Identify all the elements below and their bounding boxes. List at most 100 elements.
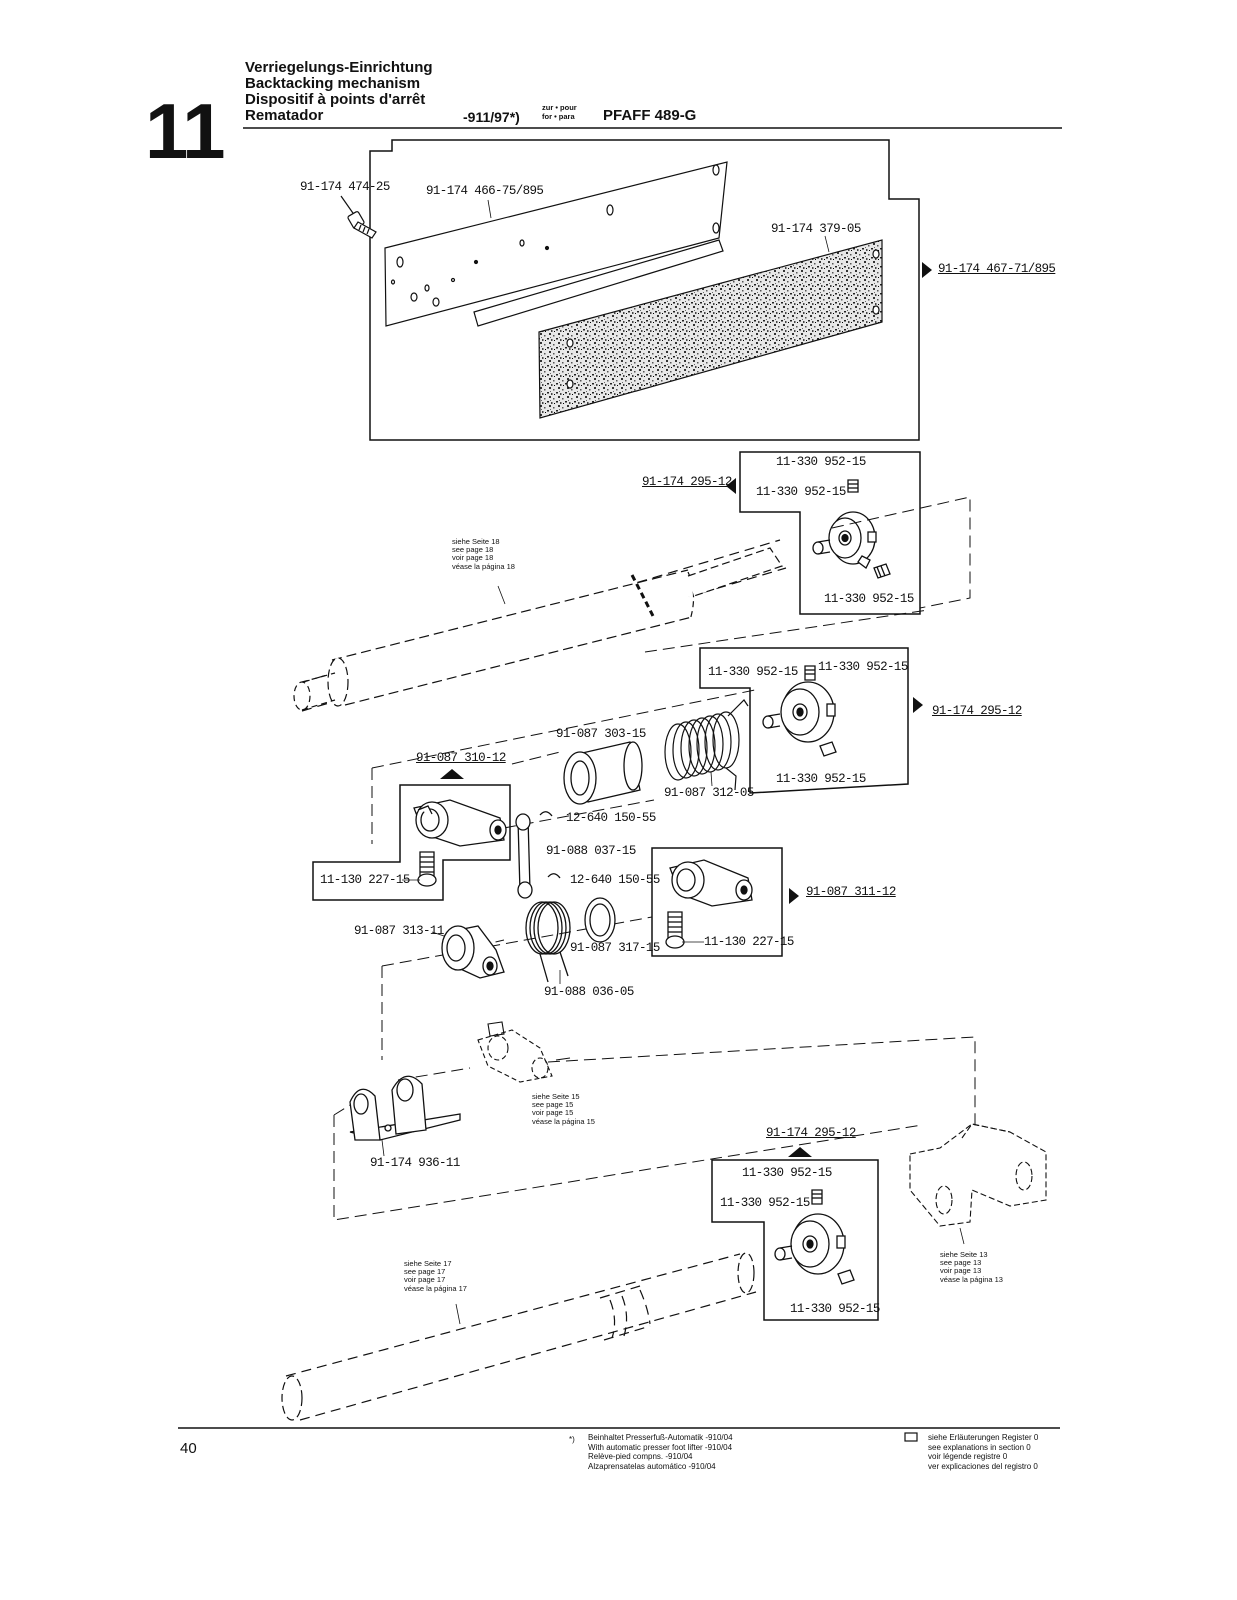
page-ref-17-de: siehe Seite 17	[404, 1259, 452, 1268]
part-label-plate-466: 91-174 466-75/895	[426, 184, 544, 198]
part-label-crank-asm-310: 91-087 310-12	[416, 751, 506, 765]
section-number: 11	[145, 87, 225, 175]
crank-313-drawing	[431, 925, 505, 979]
part-label-c2-screw-a: 11-330 952-15	[708, 665, 798, 679]
page-ref-13-fr: voir page 13	[940, 1266, 982, 1276]
page-ref-17-fr: voir page 17	[404, 1275, 446, 1285]
crank-310-drawing	[402, 799, 507, 887]
collar-2-drawing	[762, 665, 837, 757]
footnote-line-en: With automatic presser foot lifter -910/…	[588, 1442, 733, 1452]
page-ref-18-de: siehe Seite 18	[452, 537, 500, 546]
page-ref-13-en: see page 13	[940, 1258, 982, 1268]
arrow-crank-311	[789, 888, 799, 904]
arrow-asm-467	[922, 262, 932, 278]
part-label-retainer-a: 12-640 150-55	[566, 811, 656, 825]
part-label-crank-313: 91-087 313-11	[354, 924, 444, 938]
torsion-spring-drawing	[664, 699, 749, 791]
page-ref-15: siehe Seite 15 see page 15 voir page 15 …	[532, 1092, 595, 1126]
page-ref-15-de: siehe Seite 15	[532, 1092, 580, 1101]
page-ref-17-en: see page 17	[404, 1267, 446, 1277]
collar-1-drawing	[812, 479, 891, 579]
section-title-es: Rematador	[245, 107, 324, 124]
footnote-line-de: Beinhaltet Presserfuß-Automatik -910/04	[588, 1433, 733, 1442]
page-ref-13-de: siehe Seite 13	[940, 1250, 988, 1259]
part-label-washer-317: 91-087 317-15	[570, 941, 660, 955]
part-label-screw-227-b: 11-130 227-15	[704, 935, 794, 949]
washer-drawing	[584, 897, 616, 943]
collar-3-drawing	[774, 1189, 855, 1285]
page-ref-15-fr: voir page 15	[532, 1108, 574, 1118]
part-label-collar-asm-3: 91-174 295-12	[766, 1126, 856, 1140]
footnote-text: Beinhaltet Presserfuß-Automatik -910/04 …	[588, 1433, 733, 1471]
part-label-c1-screw-a: 11-330 952-15	[776, 455, 866, 469]
part-label-screw-227-a: 11-130 227-15	[320, 873, 410, 887]
part-label-c3-screw-b: 11-330 952-15	[720, 1196, 810, 1210]
part-label-bracket-936: 91-174 936-11	[370, 1156, 460, 1170]
crank-311-drawing	[665, 859, 753, 949]
part-label-pad-379: 91-174 379-05	[771, 222, 861, 236]
section-title-de: Verriegelungs-Einrichtung	[245, 59, 433, 76]
page-ref-15-en: see page 15	[532, 1100, 574, 1110]
cover-plate-assembly-box	[369, 139, 920, 441]
collar-box-1	[739, 451, 921, 615]
bushing-drawing	[563, 741, 643, 805]
shaft-2-drawing	[281, 1252, 757, 1421]
collar-box-3	[711, 1159, 879, 1321]
part-label-screw-474: 91-174 474-25	[300, 180, 390, 194]
page15-part-drawing	[477, 1021, 571, 1083]
part-label-c3-screw-a: 11-330 952-15	[742, 1166, 832, 1180]
cover-plate-drawing	[384, 161, 728, 327]
part-label-asm-467: 91-174 467-71/895	[938, 262, 1056, 276]
for-label-2: for • para	[542, 112, 575, 121]
legend-box-icon	[904, 1432, 918, 1442]
part-label-c2-screw-b: 11-330 952-15	[818, 660, 908, 674]
part-label-retainer-b: 12-640 150-55	[570, 873, 660, 887]
section-title-fr: Dispositif à points d'arrêt	[245, 91, 426, 108]
page-ref-18-es: véase la página 18	[452, 561, 515, 571]
part-label-c1-screw-c: 11-330 952-15	[824, 592, 914, 606]
for-label-1: zur • pour	[542, 103, 577, 112]
part-label-link-037: 91-088 037-15	[546, 844, 636, 858]
part-label-spring-312: 91-087 312-05	[664, 786, 754, 800]
footnote-line-fr: Relève-pied compns. -910/04	[588, 1452, 693, 1461]
crank-box-311	[651, 847, 783, 957]
machine-model: PFAFF 489-G	[603, 107, 697, 124]
screw-474-drawing	[340, 195, 377, 239]
legend-line-fr: voir légende registre 0	[928, 1452, 1008, 1461]
legend-line-de: siehe Erläuterungen Register 0	[928, 1433, 1039, 1442]
page-ref-15-es: véase la página 15	[532, 1116, 595, 1126]
crank-box-310	[312, 784, 511, 901]
page13-part-drawing	[909, 1123, 1047, 1245]
page-ref-13: siehe Seite 13 see page 13 voir page 13 …	[940, 1250, 1003, 1284]
page-number: 40	[180, 1440, 197, 1457]
link-drawing	[515, 811, 561, 899]
coil-spring-drawing	[525, 901, 571, 984]
part-label-collar-asm-2: 91-174 295-12	[932, 704, 1022, 718]
felt-pad-drawing	[538, 235, 883, 419]
part-label-crank-asm-311: 91-087 311-12	[806, 885, 896, 899]
page-ref-13-es: véase la página 13	[940, 1274, 1003, 1284]
bracket-drawing	[349, 1075, 461, 1157]
part-label-collar-asm-1: 91-174 295-12	[642, 475, 732, 489]
part-label-c1-screw-b: 11-330 952-15	[756, 485, 846, 499]
arrow-collar-2	[913, 697, 923, 713]
legend-line-es: ver explicaciones del registro 0	[928, 1461, 1038, 1471]
arrow-collar-3	[788, 1147, 812, 1157]
footnote-line-es: Alzaprensatelas automático -910/04	[588, 1461, 716, 1471]
page-ref-18-en: see page 18	[452, 545, 494, 555]
legend-text: siehe Erläuterungen Register 0 see expla…	[928, 1433, 1038, 1471]
part-label-spring-036: 91-088 036-05	[544, 985, 634, 999]
part-label-bushing-303: 91-087 303-15	[556, 727, 646, 741]
variant-code: -911/97*)	[463, 109, 520, 125]
page-ref-17-es: véase la página 17	[404, 1283, 467, 1293]
page-ref-17: siehe Seite 17 see page 17 voir page 17 …	[404, 1259, 467, 1293]
page-ref-18: siehe Seite 18 see page 18 voir page 18 …	[452, 537, 515, 571]
arrow-collar-1	[726, 478, 736, 494]
part-label-c2-screw-c: 11-330 952-15	[776, 772, 866, 786]
arrow-crank-310	[440, 769, 464, 779]
part-label-c3-screw-c: 11-330 952-15	[790, 1302, 880, 1316]
legend-line-en: see explanations in section 0	[928, 1442, 1031, 1452]
section-title-en: Backtacking mechanism	[245, 75, 421, 92]
footnote-marker: *)	[569, 1435, 575, 1444]
